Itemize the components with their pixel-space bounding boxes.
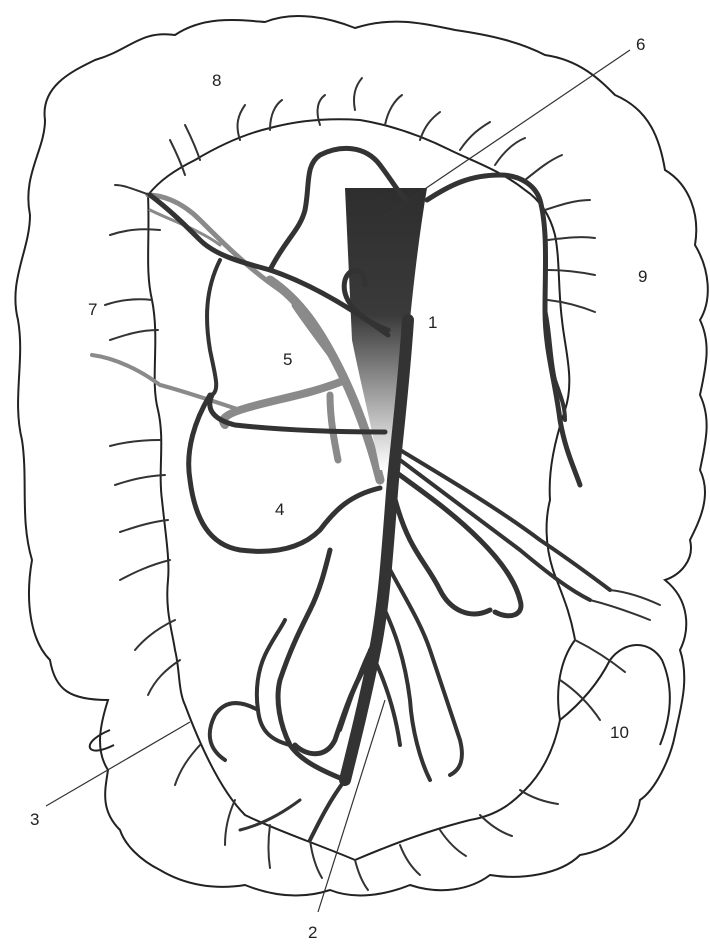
gray-branches [92,195,380,480]
label-9: 9 [638,267,647,286]
label-7: 7 [88,300,97,319]
label-1: 1 [428,313,437,332]
label-10: 10 [610,723,629,742]
leader-line-3 [46,722,190,806]
label-6: 6 [636,35,645,54]
label-4: 4 [275,500,284,519]
leader-line-6 [382,50,630,218]
label-8: 8 [212,71,221,90]
label-5: 5 [283,350,292,369]
label-2: 2 [308,923,317,942]
label-3: 3 [30,810,39,829]
appendix-tip [90,730,114,751]
leader-lines [46,50,630,912]
